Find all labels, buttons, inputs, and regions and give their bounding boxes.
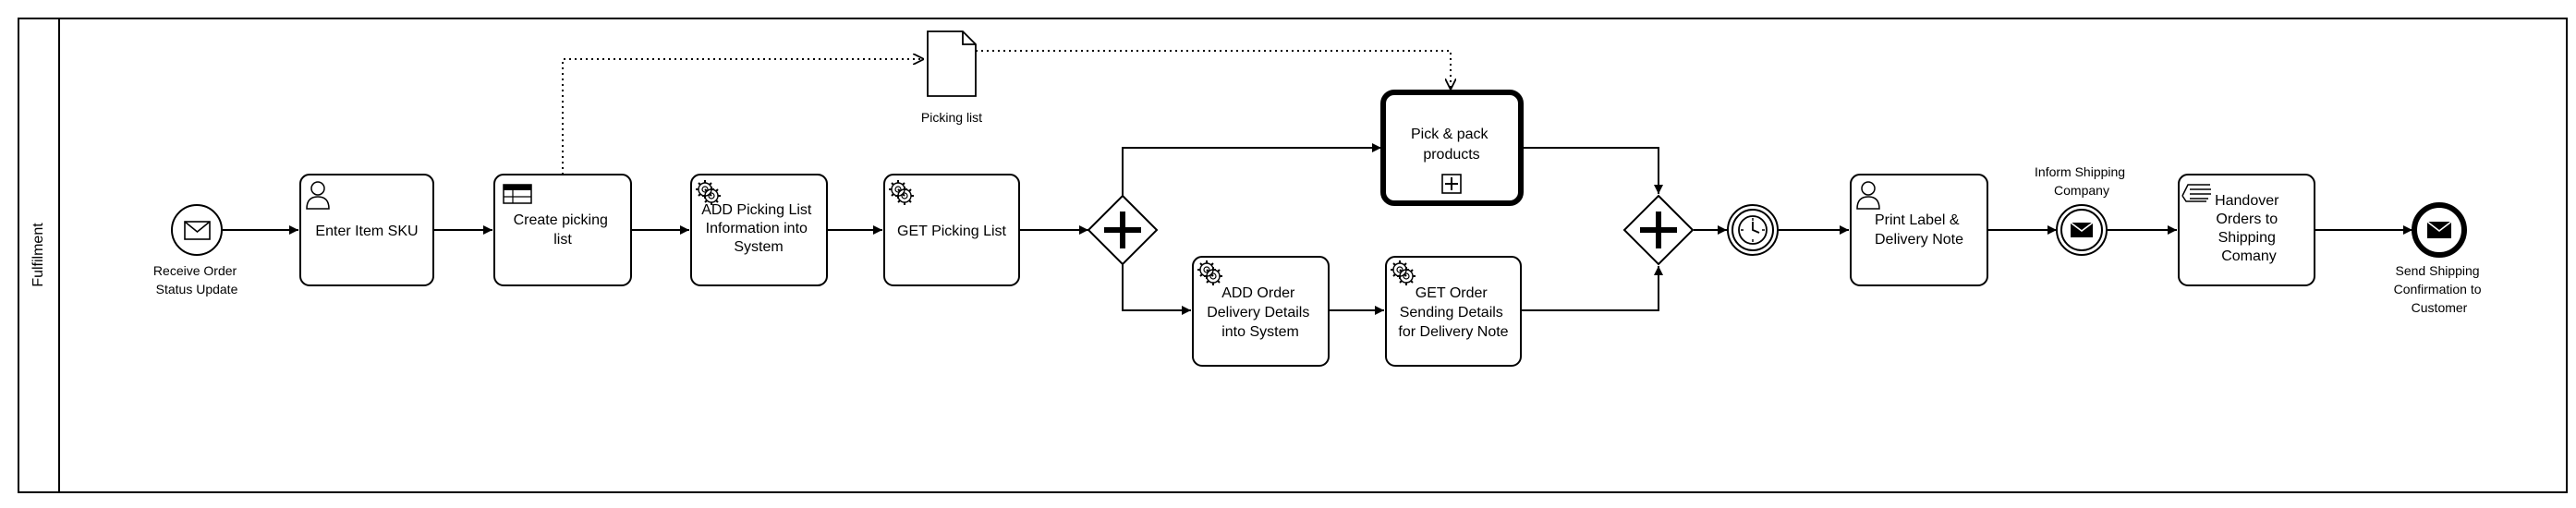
message-intermediate-event-inform-shipping[interactable]: Inform Shipping Company — [2035, 164, 2129, 256]
task-label: ADD Picking List Information into System — [701, 202, 816, 255]
start-event-label: Receive Order Status Update — [153, 263, 240, 296]
sequence-flows — [223, 143, 2412, 315]
pool-border — [18, 18, 2568, 493]
task-label: Handover Orders to Shipping Comany — [2215, 193, 2283, 264]
timer-intermediate-event[interactable] — [1727, 204, 1779, 256]
data-object-label: Picking list — [921, 110, 982, 125]
parallel-gateway-split[interactable] — [1087, 194, 1159, 266]
event-label: Inform Shipping Company — [2035, 164, 2129, 198]
parallel-gateway-icon — [1640, 212, 1677, 248]
task-print-label[interactable]: Print Label & Delivery Note — [1850, 174, 1988, 286]
data-association-to-picking-list — [562, 59, 924, 175]
envelope-icon — [184, 221, 211, 240]
flow-get-order-to-join — [1521, 266, 1663, 311]
end-event-send-confirmation[interactable]: Send Shipping Confirmation to Customer — [2394, 202, 2485, 315]
task-label: Enter Item SKU — [315, 224, 418, 239]
plus-square-icon — [1441, 174, 1462, 194]
task-label: Pick & pack products — [1411, 127, 1492, 163]
hand-icon — [2181, 184, 2211, 202]
task-label: GET Picking List — [897, 224, 1007, 239]
task-add-order-delivery-details[interactable]: ADD Order Delivery Details into System — [1192, 256, 1330, 367]
envelope-icon — [2070, 222, 2094, 237]
task-label: GET Order Sending Details for Delivery N… — [1398, 285, 1508, 340]
table-icon — [503, 184, 532, 204]
document-icon — [927, 30, 977, 97]
task-add-picking-list[interactable]: ADD Picking List Information into System — [690, 174, 828, 286]
user-icon — [1856, 181, 1880, 210]
envelope-icon — [2426, 221, 2452, 238]
parallel-gateway-join[interactable] — [1622, 194, 1695, 266]
task-enter-item-sku[interactable]: Enter Item SKU — [299, 174, 434, 286]
task-get-picking-list[interactable]: GET Picking List — [883, 174, 1020, 286]
task-label: Print Label & Delivery Note — [1875, 212, 1963, 248]
task-get-order-sending-details[interactable]: GET Order Sending Details for Delivery N… — [1385, 256, 1522, 367]
end-event-label: Send Shipping Confirmation to Customer — [2394, 263, 2485, 315]
lane-label: Fulfilment — [30, 223, 46, 287]
flow-pick-pack-to-join — [1521, 147, 1663, 194]
clock-icon — [1738, 215, 1768, 245]
data-association-to-pick-pack — [976, 50, 1451, 90]
flow-split-to-pick-pack — [1122, 143, 1381, 196]
task-label: Create picking list — [514, 212, 613, 248]
subprocess-pick-pack-products[interactable]: Pick & pack products — [1380, 90, 1524, 206]
start-event-receive-order[interactable]: Receive Order Status Update — [153, 204, 240, 296]
task-create-picking-list[interactable]: Create picking list — [493, 174, 632, 286]
data-object-picking-list[interactable]: Picking list — [921, 30, 982, 125]
flow-split-to-add-order — [1122, 264, 1191, 315]
parallel-gateway-icon — [1104, 212, 1141, 248]
task-label: ADD Order Delivery Details into System — [1207, 285, 1314, 340]
user-icon — [306, 181, 330, 210]
task-handover-orders[interactable]: Handover Orders to Shipping Comany — [2178, 174, 2315, 286]
